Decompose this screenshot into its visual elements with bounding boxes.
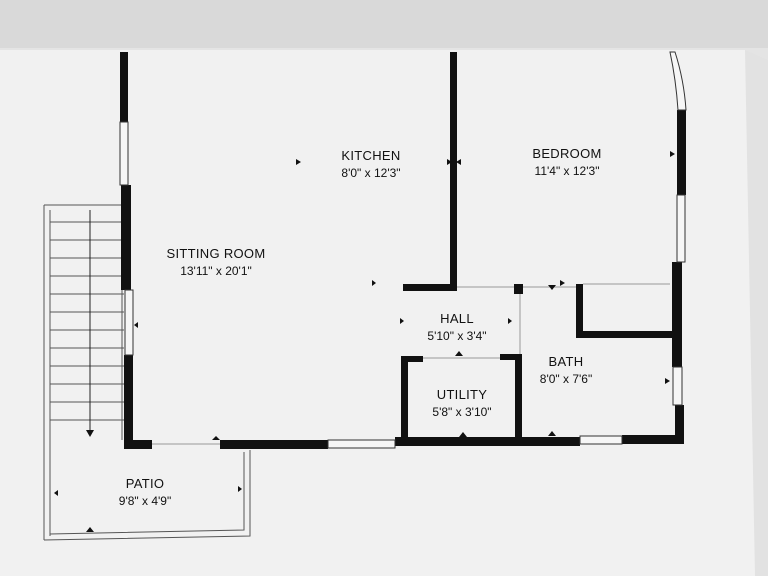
wall-right-mid: [672, 262, 682, 367]
room-label-bedroom: BEDROOM 11'4" x 12'3": [532, 146, 601, 178]
room-name: BATH: [549, 354, 584, 369]
room-dimensions: 8'0" x 7'6": [540, 372, 592, 386]
wall-hall-top: [403, 284, 457, 291]
wall-kitchen-bedroom: [450, 52, 457, 288]
wall-closet-bottom: [576, 331, 676, 338]
walls: [120, 52, 686, 449]
wall-bottom-c: [622, 435, 684, 444]
room-dimensions: 8'0" x 12'3": [341, 166, 400, 180]
paper-sheet: [0, 50, 768, 576]
room-label-bath: BATH 8'0" x 7'6": [540, 354, 592, 386]
wall-utility-top-right: [500, 354, 522, 360]
openings: [152, 283, 670, 445]
paper-top-edge: [0, 0, 768, 48]
window-left-2: [124, 289, 134, 356]
window-bottom-1: [327, 439, 396, 449]
room-dimensions: 11'4" x 12'3": [535, 164, 600, 178]
wall-utility-left: [401, 356, 408, 440]
room-label-kitchen: KITCHEN 8'0" x 12'3": [341, 148, 400, 180]
window-left-1: [119, 121, 129, 186]
window-right-2: [672, 366, 683, 406]
wall-left-lower: [124, 355, 133, 447]
paper-curl-shadow: [745, 50, 768, 576]
window-right-top: [669, 51, 687, 111]
wall-bottom-a: [220, 440, 328, 449]
wall-closet-left: [576, 284, 583, 338]
room-name: UTILITY: [437, 387, 488, 402]
stair-arrow: [86, 430, 94, 437]
wall-utility-right: [515, 354, 522, 440]
room-name: HALL: [440, 311, 474, 326]
wall-bottom-b: [395, 437, 580, 446]
patio-outline: [43, 450, 251, 541]
staircase: [43, 204, 124, 540]
window-bottom-2: [579, 435, 623, 445]
room-label-utility: UTILITY 5'8" x 3'10": [432, 387, 491, 419]
room-dimensions: 9'8" x 4'9": [119, 494, 171, 508]
room-label-hall: HALL 5'10" x 3'4": [427, 311, 486, 343]
wall-left-upper: [120, 52, 128, 122]
wall-hall-post: [514, 284, 523, 294]
room-name: PATIO: [126, 476, 165, 491]
room-dimensions: 5'10" x 3'4": [427, 329, 486, 343]
dimension-ticks: [54, 151, 675, 532]
room-label-sitting-room: SITTING ROOM 13'11" x 20'1": [167, 246, 266, 278]
room-name: KITCHEN: [341, 148, 400, 163]
wall-right-lower: [675, 405, 684, 444]
wall-left-mid: [121, 185, 131, 290]
room-name: BEDROOM: [532, 146, 601, 161]
windows: [119, 51, 687, 449]
window-right-1: [676, 194, 686, 263]
room-name: SITTING ROOM: [167, 246, 266, 261]
room-dimensions: 5'8" x 3'10": [432, 405, 491, 419]
wall-utility-top-left: [401, 356, 423, 362]
wall-right-upper: [677, 110, 686, 195]
wall-bottom-left: [124, 440, 152, 449]
room-dimensions: 13'11" x 20'1": [180, 264, 252, 278]
room-label-patio: PATIO 9'8" x 4'9": [119, 476, 171, 508]
